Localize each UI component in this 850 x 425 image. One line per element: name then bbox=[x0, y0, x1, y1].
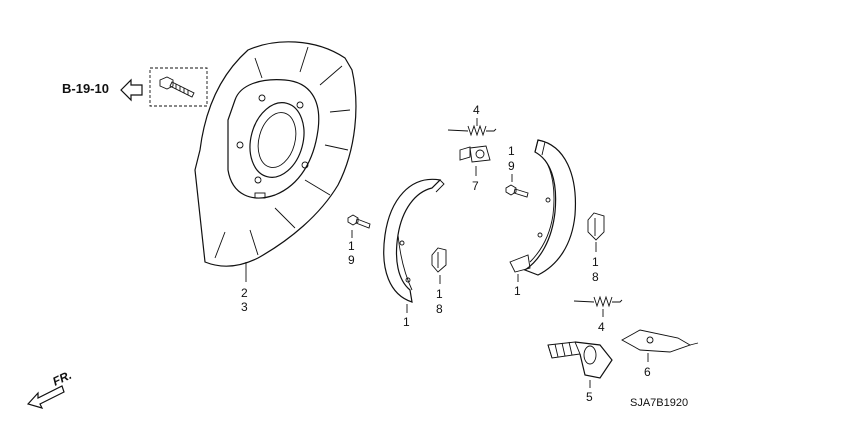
callout-number: 7 bbox=[472, 179, 479, 193]
backing-plate bbox=[194, 41, 357, 282]
arrow-left-icon bbox=[120, 78, 143, 102]
front-arrow-icon bbox=[26, 385, 65, 409]
reference-label[interactable]: B-19-10 bbox=[62, 81, 109, 96]
callout-number: 3 bbox=[241, 300, 248, 314]
callout-number: 8 bbox=[436, 302, 443, 316]
callout-1-8-left: 1 8 bbox=[436, 287, 443, 316]
callout-number: 8 bbox=[592, 270, 599, 284]
callout-number: 1 bbox=[514, 284, 521, 298]
callout-1-shoe-left: 1 bbox=[403, 315, 410, 329]
callout-number: 1 bbox=[403, 315, 410, 329]
clip-right bbox=[587, 212, 605, 252]
spring-top: 4 bbox=[447, 103, 497, 137]
spring-bottom: 4 bbox=[573, 295, 623, 334]
callout-number: 5 bbox=[586, 390, 593, 404]
callout-number: 1 bbox=[348, 239, 355, 253]
adjuster bbox=[459, 145, 491, 176]
callout-number: 9 bbox=[348, 253, 355, 267]
reference-link[interactable]: B-19-10 bbox=[62, 78, 143, 102]
diagram-code: SJA7B1920 bbox=[630, 397, 688, 409]
callout-number: 1 bbox=[436, 287, 443, 301]
brake-shoe-left bbox=[383, 178, 445, 313]
clip-left bbox=[431, 247, 447, 284]
front-label: FR. bbox=[50, 368, 73, 389]
callout-number: 6 bbox=[644, 365, 651, 379]
callout-number: 1 bbox=[508, 144, 515, 158]
callout-1-9-right: 1 9 bbox=[508, 144, 515, 173]
bolt-left bbox=[347, 214, 371, 238]
callout-1-8-right: 1 8 bbox=[592, 255, 599, 284]
brake-shoe-right bbox=[509, 139, 577, 282]
lever: 6 bbox=[621, 329, 699, 379]
callout-7: 7 bbox=[472, 179, 479, 193]
bolt-right bbox=[505, 174, 529, 198]
cable-end: 5 bbox=[547, 341, 613, 404]
callout-number: 9 bbox=[508, 159, 515, 173]
callout-number: 4 bbox=[473, 103, 480, 117]
reference-bolt-box bbox=[149, 67, 208, 107]
front-indicator: FR. bbox=[26, 368, 74, 409]
callout-2-3: 2 3 bbox=[241, 286, 248, 314]
callout-1-shoe-right: 1 bbox=[514, 284, 521, 298]
callout-number: 1 bbox=[592, 255, 599, 269]
callout-number: 2 bbox=[241, 286, 248, 300]
callout-1-9-left: 1 9 bbox=[348, 239, 355, 267]
callout-number: 4 bbox=[598, 320, 605, 334]
